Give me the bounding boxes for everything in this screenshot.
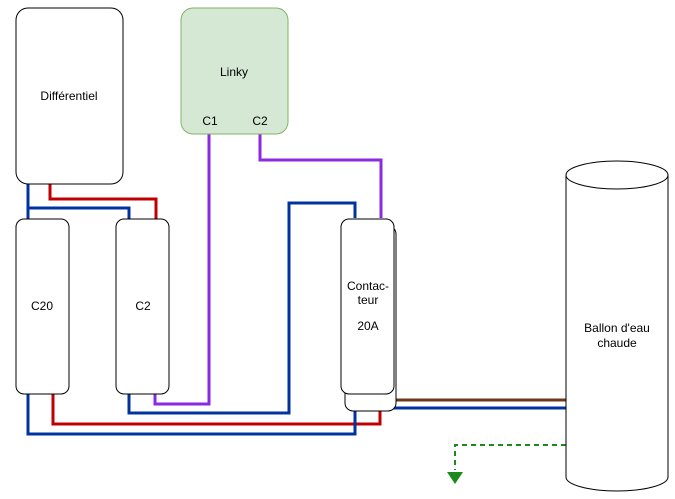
c20-breaker-box [15, 218, 70, 395]
linky-box [180, 7, 289, 135]
water-heater-label-line2: chaude [597, 336, 637, 350]
linky-terminal-c2: C2 [252, 114, 268, 128]
contacteur-label-line2: teur [358, 293, 379, 307]
control-wire-c1 [153, 133, 211, 406]
contacteur-box [340, 218, 395, 395]
phase-wire-bottom [51, 394, 382, 426]
heater-wire [378, 392, 566, 402]
neutral-wire-top [26, 184, 131, 220]
c20-label: C20 [31, 299, 53, 313]
neutral-wire-c2-contactor [127, 201, 357, 415]
neutral-wire-left [26, 208, 357, 436]
contacteur-label-line1: Contac- [347, 279, 389, 293]
water-heater-cylinder [565, 160, 669, 492]
earth-wire [454, 444, 566, 470]
differentiel-label: Différentiel [40, 89, 97, 103]
c2-breaker-box [115, 218, 170, 395]
contacteur-rating: 20A [357, 319, 378, 333]
earth-symbol [447, 472, 463, 484]
control-wire-c2 [258, 133, 383, 218]
linky-terminal-c1: C1 [202, 114, 218, 128]
water-heater-label-line1: Ballon d'eau [584, 321, 650, 335]
differentiel-box [15, 7, 124, 185]
phase-wire-top [48, 184, 158, 220]
linky-label: Linky [220, 65, 248, 79]
c2-label: C2 [135, 299, 151, 313]
